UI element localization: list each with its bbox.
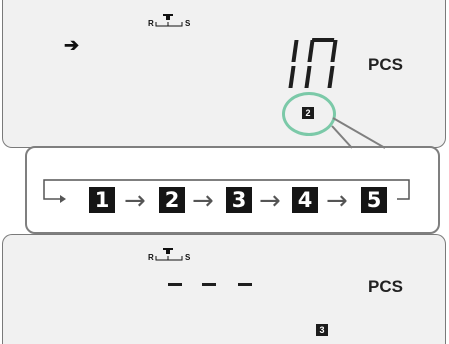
step-arrow-1: → xyxy=(124,186,146,216)
range-scale-icon: R S xyxy=(148,248,191,262)
unit-label-bottom: PCS xyxy=(368,277,403,296)
range-scale-icon: R S xyxy=(148,14,191,28)
range-label-bottom: R xyxy=(148,253,154,262)
stability-arrow-icon: ➔ xyxy=(64,35,80,55)
step-arrow-3: → xyxy=(259,186,281,216)
bottom-lcd-display xyxy=(2,234,446,344)
unit-label-top: PCS xyxy=(368,55,403,74)
step-arrow-4: → xyxy=(326,186,348,216)
range-tail-top: S xyxy=(185,19,191,28)
highlight-ring xyxy=(282,92,336,136)
top-lcd-display xyxy=(2,0,446,148)
range-tail-bottom: S xyxy=(185,253,191,262)
step-box-2: 2 xyxy=(159,187,185,213)
range-label-top: R xyxy=(148,19,154,28)
range-indicator-top: R S xyxy=(148,12,208,28)
mode-indicator-top: 2 xyxy=(302,107,314,119)
mode-indicator-bottom: 3 xyxy=(316,324,328,336)
range-indicator-bottom: R S xyxy=(148,246,208,262)
step-box-4: 4 xyxy=(292,187,318,213)
main-readout-bottom: -- -- -- xyxy=(168,280,268,290)
step-box-5: 5 xyxy=(361,187,387,213)
step-box-3: 3 xyxy=(226,187,252,213)
step-box-1: 1 xyxy=(89,187,115,213)
step-arrow-2: → xyxy=(192,186,214,216)
